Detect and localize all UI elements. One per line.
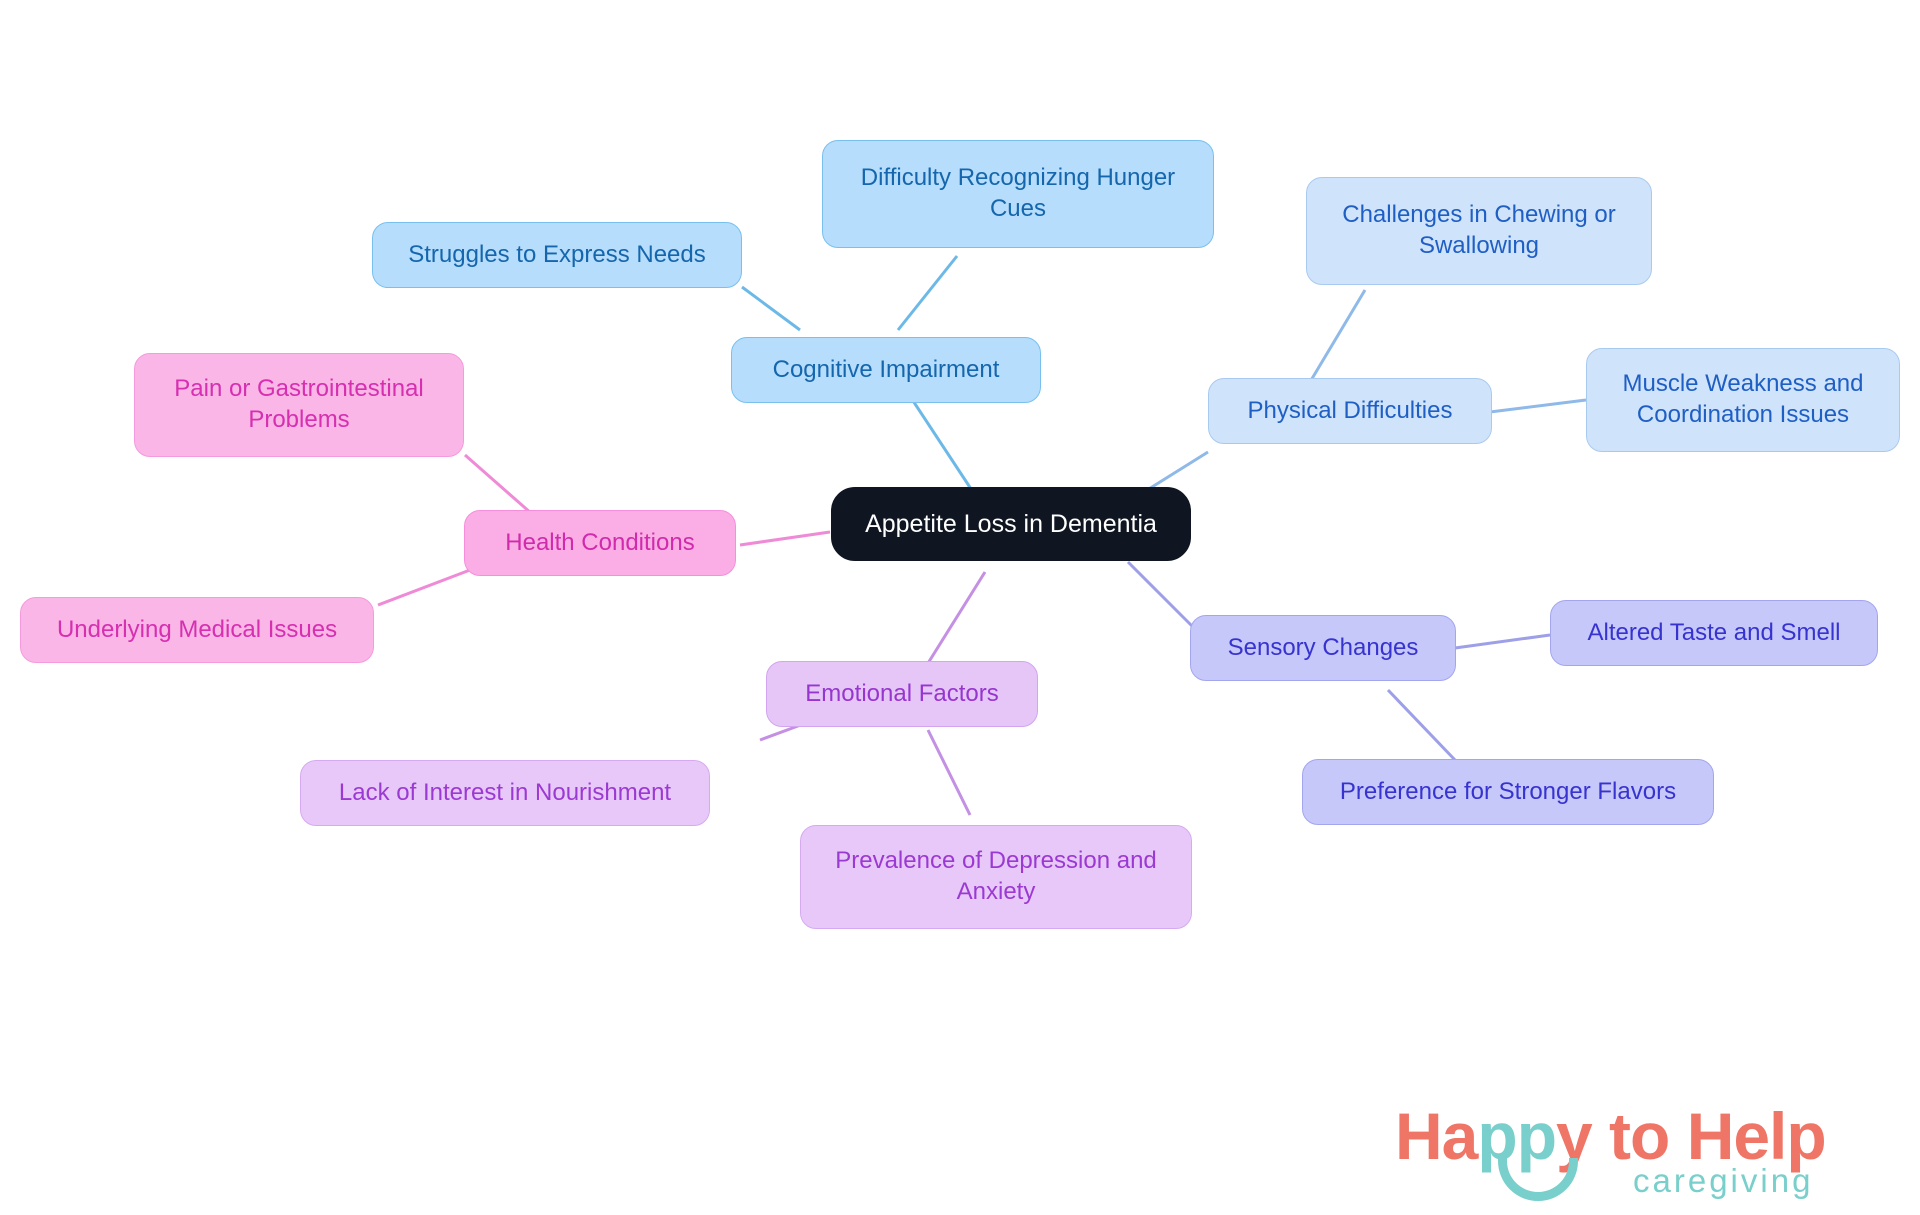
mindmap-node-emotional-factors[interactable]: Emotional Factors: [766, 661, 1038, 727]
mindmap-root-node[interactable]: Appetite Loss in Dementia: [831, 487, 1191, 561]
smile-icon: [1498, 1158, 1578, 1201]
logo-wordmark: Happy to Help: [1395, 1098, 1827, 1174]
edge-root-emotional-factors: [923, 571, 987, 669]
edge-physical-muscle-weakness: [1489, 398, 1587, 414]
mindmap-node-cognitive-impairment[interactable]: Cognitive Impairment: [731, 337, 1041, 403]
mindmap-node-challenges-in-chewing-or-swallowing[interactable]: Challenges in Chewing or Swallowing: [1306, 177, 1652, 285]
mindmap-node-lack-of-interest-in-nourishment[interactable]: Lack of Interest in Nourishment: [300, 760, 710, 826]
mindmap-node-physical-difficulties[interactable]: Physical Difficulties: [1208, 378, 1492, 444]
mindmap-node-altered-taste-and-smell[interactable]: Altered Taste and Smell: [1550, 600, 1878, 666]
mindmap-node-sensory-changes[interactable]: Sensory Changes: [1190, 615, 1456, 681]
mindmap-node-pain-or-gastrointestinal-problems[interactable]: Pain or Gastrointestinal Problems: [134, 353, 464, 457]
mindmap-node-health-conditions[interactable]: Health Conditions: [464, 510, 736, 576]
edge-cognitive-difficulty-hunger: [896, 255, 959, 331]
edge-cognitive-struggles-needs: [741, 285, 801, 332]
edge-root-sensory-changes: [1126, 560, 1198, 632]
mindmap-node-underlying-medical-issues[interactable]: Underlying Medical Issues: [20, 597, 374, 663]
edge-health-underlying-medical: [377, 568, 471, 607]
mindmap-node-muscle-weakness-and-coordination-issues[interactable]: Muscle Weakness and Coordination Issues: [1586, 348, 1900, 452]
edge-physical-chewing-swallowing: [1308, 289, 1367, 383]
logo-tagline: caregiving: [1633, 1162, 1814, 1199]
mindmap-node-preference-for-stronger-flavors[interactable]: Preference for Stronger Flavors: [1302, 759, 1714, 825]
edge-emotional-depression-anxiety: [926, 729, 972, 816]
mindmap-node-prevalence-of-depression-and-anxiety[interactable]: Prevalence of Depression and Anxiety: [800, 825, 1192, 929]
mindmap-node-struggles-to-express-needs[interactable]: Struggles to Express Needs: [372, 222, 742, 288]
happy-to-help-logo: Happy to Help caregiving: [1395, 1098, 1885, 1208]
mindmap-node-difficulty-recognizing-hunger-cues[interactable]: Difficulty Recognizing Hunger Cues: [822, 140, 1214, 248]
logo-word-part-one: Ha: [1395, 1099, 1478, 1173]
logo-word-part-two: y to Help: [1556, 1099, 1827, 1173]
edge-sensory-altered-taste: [1454, 633, 1551, 650]
edge-root-health-conditions: [739, 530, 831, 547]
edge-sensory-stronger-flavors: [1386, 688, 1457, 762]
